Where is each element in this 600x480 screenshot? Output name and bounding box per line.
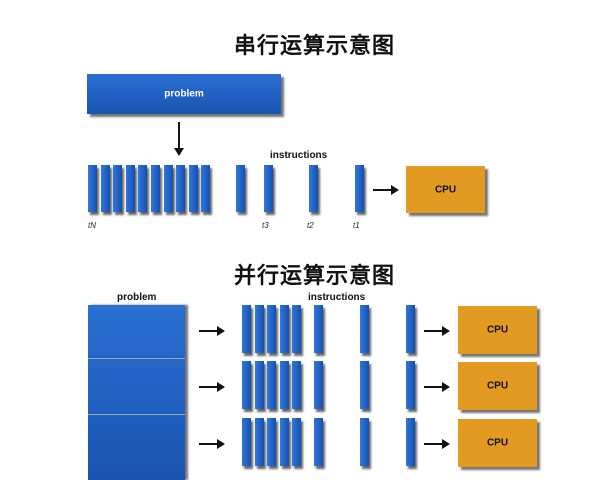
right-arrow-icon	[424, 326, 450, 336]
instruction-bar	[113, 165, 123, 212]
time-label-t1: t1	[353, 221, 360, 230]
parallel-cpu-label: CPU	[486, 324, 509, 336]
serial-cpu-label: CPU	[434, 184, 457, 195]
time-label-t3: t3	[262, 221, 269, 230]
instruction-bar	[242, 361, 251, 409]
right-arrow-icon	[424, 382, 450, 392]
instruction-bar	[242, 305, 251, 353]
instruction-bar	[314, 305, 323, 353]
time-label-tN: tN	[88, 221, 96, 230]
instruction-bar	[292, 305, 301, 353]
parallel-cpu-box: CPU	[458, 306, 537, 354]
serial-cpu-box: CPU	[406, 166, 485, 213]
serial-problem-label: problem	[164, 88, 204, 100]
parallel-cpu-label: CPU	[486, 380, 509, 392]
right-arrow-icon	[199, 439, 225, 449]
instruction-bar	[267, 418, 276, 466]
instruction-bar	[360, 361, 369, 409]
instruction-bar	[254, 418, 264, 466]
instruction-bar	[138, 165, 148, 212]
instruction-bar	[360, 418, 369, 466]
instruction-bar	[314, 418, 323, 466]
right-arrow-icon	[199, 326, 225, 336]
parallel-cpu-label: CPU	[486, 437, 509, 449]
instruction-bar	[125, 165, 135, 212]
instruction-bar	[292, 361, 301, 409]
instruction-bar	[100, 165, 110, 212]
down-arrow-icon	[174, 122, 184, 156]
instruction-bar	[314, 361, 323, 409]
right-arrow-icon	[199, 382, 225, 392]
instruction-bar	[267, 361, 276, 409]
instruction-bar	[355, 165, 364, 212]
problem-divider	[88, 414, 185, 415]
instruction-bar	[188, 165, 198, 212]
instruction-bar	[406, 305, 415, 353]
instruction-bar	[279, 418, 289, 466]
instruction-bar	[254, 361, 264, 409]
serial-instructions-label: instructions	[270, 150, 328, 161]
instruction-bar	[264, 165, 273, 212]
parallel-cpu-box: CPU	[458, 419, 537, 467]
instruction-bar	[292, 418, 301, 466]
instruction-bar	[279, 361, 289, 409]
instruction-bar	[176, 165, 186, 212]
serial-problem-box: problem	[87, 74, 281, 114]
instruction-bar	[406, 418, 415, 466]
parallel-problem-box	[88, 305, 185, 480]
instruction-bar	[88, 165, 97, 212]
parallel-title: 并行运算示意图	[234, 264, 396, 289]
instruction-bar	[279, 305, 289, 353]
instruction-bar	[236, 165, 245, 212]
instruction-bar	[201, 165, 211, 212]
parallel-problem-label: problem	[117, 292, 157, 303]
right-arrow-icon	[373, 185, 399, 195]
time-label-t2: t2	[307, 221, 314, 230]
instruction-bar	[309, 165, 318, 212]
instruction-bar	[242, 418, 251, 466]
instruction-bar	[151, 165, 160, 212]
instruction-bar	[163, 165, 173, 212]
parallel-instructions-label: instructions	[308, 292, 366, 303]
instruction-bar	[360, 305, 369, 353]
right-arrow-icon	[424, 439, 450, 449]
problem-divider	[88, 358, 185, 359]
serial-title: 串行运算示意图	[234, 34, 396, 59]
instruction-bar	[267, 305, 276, 353]
parallel-cpu-box: CPU	[458, 362, 537, 410]
instruction-bar	[254, 305, 264, 353]
instruction-bar	[406, 361, 415, 409]
